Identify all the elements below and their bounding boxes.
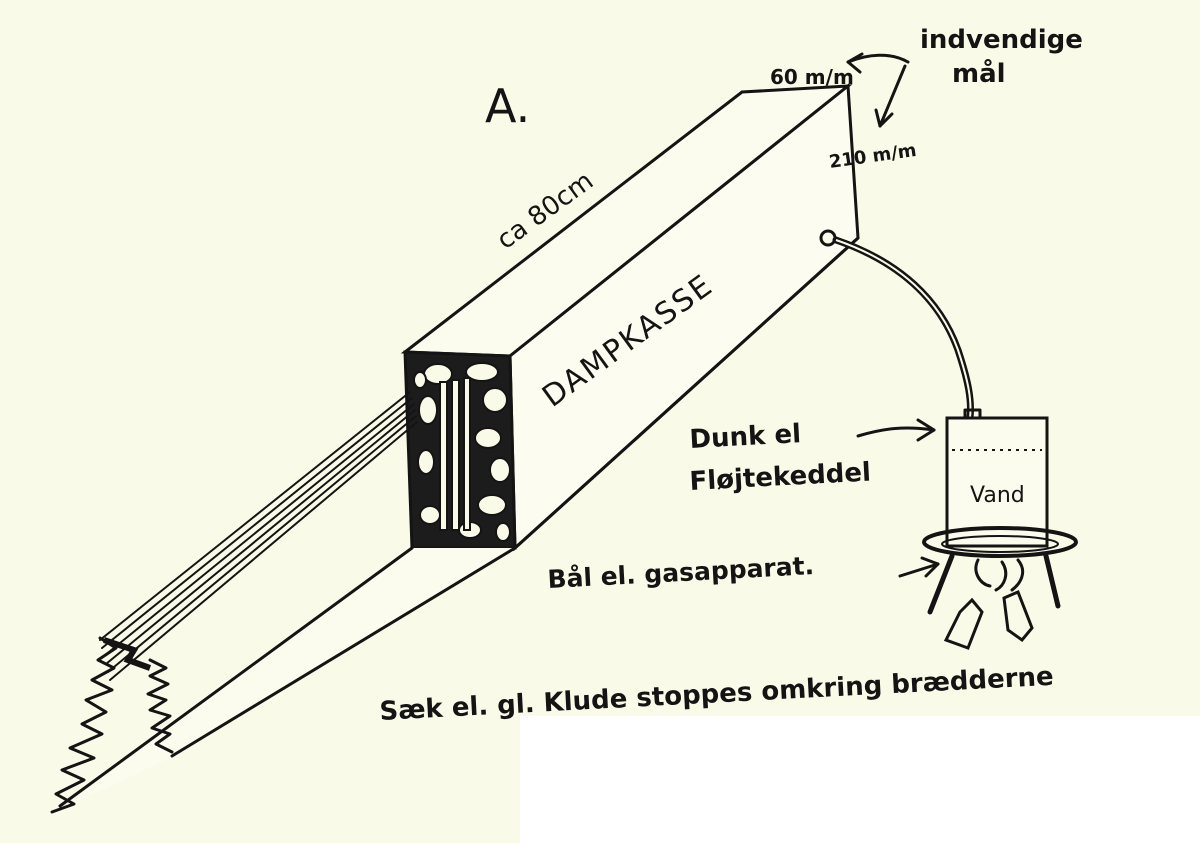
inner-note-arrows [846, 52, 910, 128]
figure-label: A. [485, 79, 530, 133]
burner-flame-2 [1002, 590, 1034, 643]
kettle-arrow [856, 418, 936, 442]
steam-box [400, 83, 860, 552]
burner-ring [922, 526, 1078, 558]
blank-corner [520, 716, 1200, 843]
burner-arrow [898, 556, 940, 578]
steam-box-bottom-edge [513, 236, 860, 550]
hose-line-inner [835, 239, 972, 419]
plank-jagged-shade [103, 637, 152, 671]
water-label: Vand [970, 483, 1025, 508]
plank-jagged-end-2 [146, 658, 174, 754]
plank-ends [439, 377, 471, 531]
hose [819, 229, 974, 422]
plank-jagged-end [50, 636, 118, 814]
kettle: Vand [945, 408, 1049, 548]
plank-lower-edge [170, 546, 517, 758]
rag-stuffing [413, 362, 511, 542]
hose-nozzle [819, 229, 837, 247]
burner [922, 526, 1078, 650]
plank-upper-edge [58, 546, 414, 808]
plank-lower-face [60, 548, 515, 810]
plank-bundle [99, 391, 418, 681]
kettle-label-line1: Dunk el [689, 419, 802, 455]
kettle-neck [963, 408, 982, 420]
inner-note-line1: indvendige [920, 25, 1083, 55]
burner-flame-1 [943, 597, 984, 650]
inner-note-line2: mål [952, 57, 1006, 89]
planks [50, 391, 517, 814]
burner-ring-inner [941, 535, 1059, 553]
kettle-body [945, 416, 1049, 548]
width-dimension: 60 m/m [770, 65, 854, 89]
